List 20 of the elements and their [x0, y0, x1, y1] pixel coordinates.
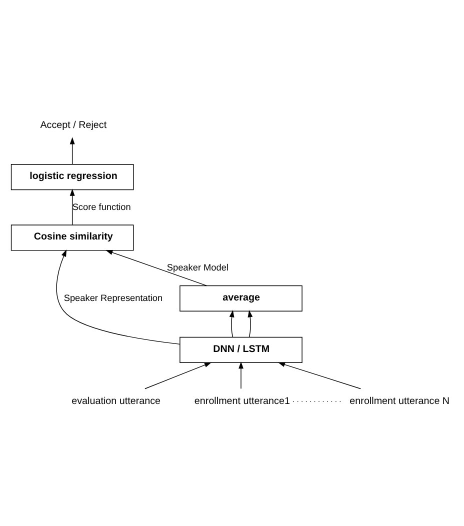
- node-text: Accept / Reject: [40, 120, 107, 131]
- arrow: [238, 361, 244, 388]
- arrow: [278, 362, 362, 389]
- arrow: [248, 310, 253, 337]
- node-text: enrollment utterance N: [350, 396, 450, 407]
- edge-label: Score function: [72, 201, 131, 212]
- arrow: [70, 136, 75, 164]
- node-box: average: [180, 284, 302, 311]
- node-text: evaluation utterance: [72, 396, 161, 407]
- arrow: [144, 362, 212, 389]
- arrow: [56, 249, 180, 344]
- node-box: Cosine similarity: [10, 224, 134, 250]
- node-text: enrollment utterance1: [194, 396, 290, 407]
- arrow: [229, 310, 234, 337]
- edge-label: Speaker Representation: [64, 292, 163, 302]
- arrow: [106, 250, 208, 286]
- edge-label: Speaker Model: [166, 262, 228, 272]
- arrow: [70, 188, 75, 225]
- node-box: DNN / LSTM: [180, 336, 302, 362]
- node-box: logistic regression: [10, 164, 134, 190]
